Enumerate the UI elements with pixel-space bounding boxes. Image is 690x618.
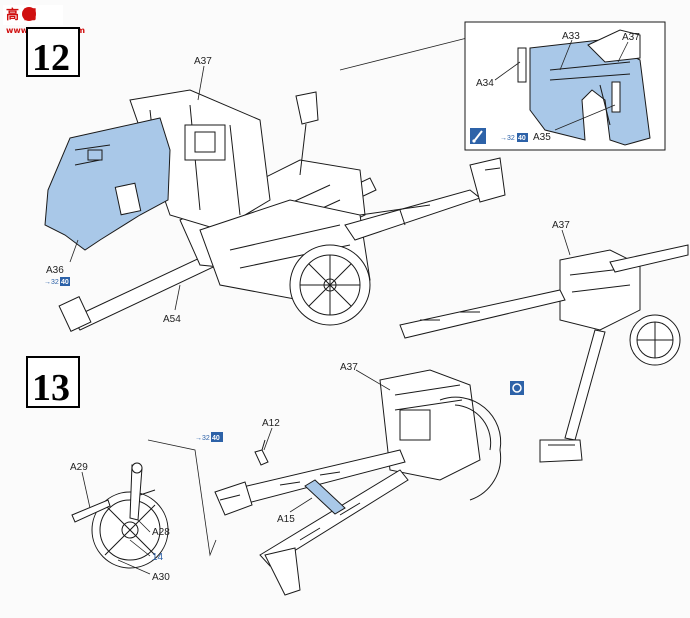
part-a15 [304, 479, 346, 515]
step13-handwheel-callouts: A29 A28 14 A30 [70, 462, 170, 583]
label-a36: A36 [46, 265, 64, 276]
svg-text:40: 40 [61, 279, 69, 286]
svg-text:40: 40 [212, 435, 220, 442]
part-a36-shield [44, 117, 171, 251]
label-part-14: 14 [152, 552, 164, 563]
step-13-label: 13 [32, 367, 70, 409]
side-label-a37: A37 [552, 220, 570, 231]
step12-inset: A33 A37 A34 A35 → 32 40 [339, 21, 666, 151]
svg-text:→: → [195, 435, 202, 442]
step13-main-assembly [214, 369, 502, 596]
label-a29: A29 [70, 462, 88, 473]
inset-part-a34 [517, 47, 527, 83]
svg-text:32: 32 [507, 135, 515, 142]
inset-shield-part [529, 39, 651, 146]
step12-side-view: A37 [399, 220, 689, 463]
step13-reference-badge: → 32 40 [195, 432, 223, 442]
svg-text:32: 32 [51, 279, 59, 286]
step13-handwheel-subassembly [71, 439, 217, 569]
step-12-number: 12 [26, 27, 80, 79]
label-a37: A37 [194, 56, 212, 67]
svg-text:32: 32 [202, 435, 210, 442]
step-13-number: 13 [26, 356, 80, 409]
label-a28: A28 [152, 527, 170, 538]
attention-symbol-icon [510, 381, 524, 395]
a36-reference-badge: → 32 40 [44, 277, 70, 286]
glue-brush-icon [470, 128, 486, 144]
svg-text:40: 40 [518, 135, 526, 142]
inset-label-a37: A37 [622, 32, 640, 43]
step-12-label: 12 [32, 37, 70, 79]
svg-text:→: → [44, 279, 51, 286]
label-a54: A54 [163, 314, 181, 325]
label-a15: A15 [277, 514, 295, 525]
label-a37-step13: A37 [340, 362, 358, 373]
step12-gun-assembly [44, 89, 506, 333]
label-a12: A12 [262, 418, 280, 429]
inset-reference-badge: → 32 40 [500, 133, 528, 142]
svg-text:→: → [500, 135, 507, 142]
inset-label-a35: A35 [533, 132, 551, 143]
step13-callouts: A12 A15 A37 → 32 40 [195, 362, 524, 525]
label-a30: A30 [152, 572, 170, 583]
inset-label-a33: A33 [562, 31, 580, 42]
logo-text: 高 网 [6, 7, 37, 23]
inset-label-a34: A34 [476, 78, 494, 89]
logo-globe-icon [22, 7, 36, 21]
step12-callouts: A37 A36 → 32 40 A54 [44, 56, 212, 325]
